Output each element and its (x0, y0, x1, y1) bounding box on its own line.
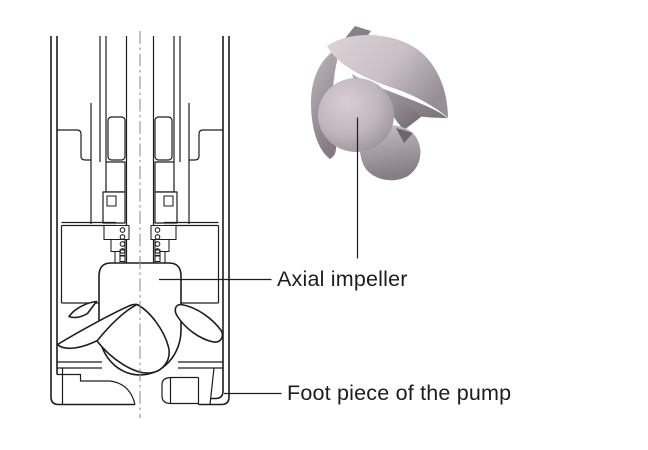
impeller-3d-hub-dome (318, 78, 394, 152)
label-axial-impeller: Axial impeller (277, 267, 408, 291)
impeller-3d-blade-underside (352, 74, 447, 118)
impeller-3d-right-wedge (383, 94, 421, 130)
impeller-3d-render (311, 26, 448, 181)
column-pipes (90, 36, 190, 224)
leader-lines (159, 117, 359, 395)
motor-stool-brackets (57, 129, 223, 161)
foot-piece (57, 367, 223, 405)
pump-cross-section (50, 31, 230, 418)
mechanical-seal (103, 224, 177, 265)
bearing-assembly (102, 116, 178, 224)
pump-casing-outline (50, 36, 230, 406)
impeller-3d-dark-slot (396, 128, 413, 143)
impeller-blades (56, 300, 224, 374)
impeller-3d-top-blade (327, 35, 448, 118)
label-foot-piece: Foot piece of the pump (287, 381, 512, 405)
